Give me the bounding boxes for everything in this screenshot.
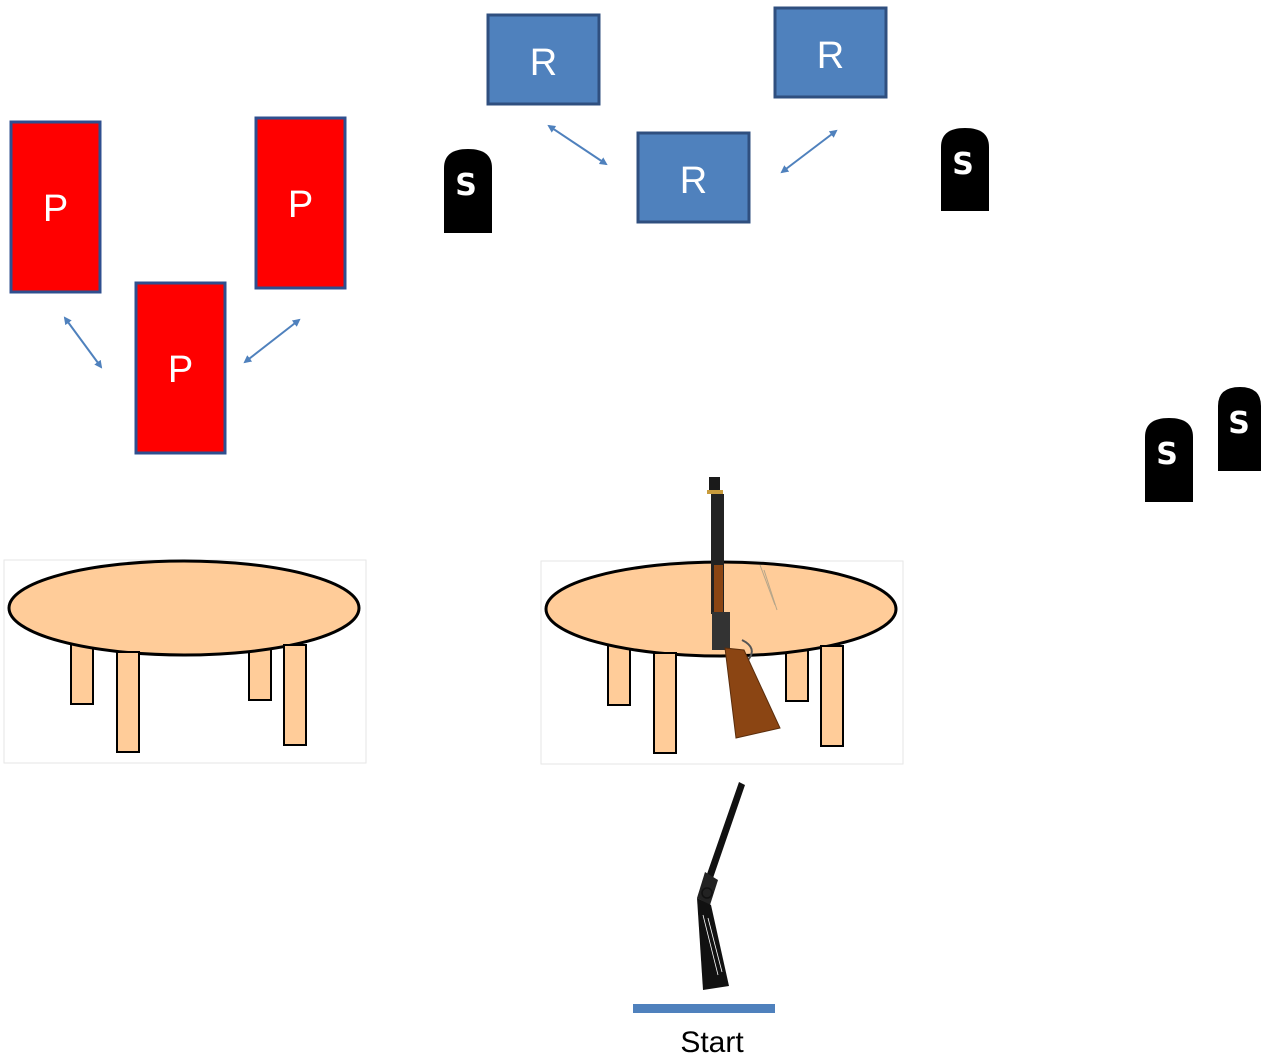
lever-action-rifle-icon xyxy=(707,477,781,739)
pistol-target: P xyxy=(134,281,227,455)
shotgun-icon xyxy=(697,782,745,990)
steel-target-label: S xyxy=(1228,406,1250,441)
double-arrow-icon xyxy=(63,316,103,369)
double-arrow-icon xyxy=(780,129,838,174)
rifle-target: R xyxy=(773,6,888,99)
double-arrow-icon xyxy=(243,318,301,364)
start-label: Start xyxy=(680,1026,744,1057)
rifle-target-label: R xyxy=(530,42,557,84)
steel-plate-icon: S xyxy=(1218,387,1261,471)
rifle-target-label: R xyxy=(680,160,707,202)
rifle-target-label: R xyxy=(817,35,844,77)
steel-target-label: S xyxy=(952,147,974,182)
steel-plate-icon: S xyxy=(444,149,492,233)
steel-plate-icon: S xyxy=(941,128,989,211)
left-table xyxy=(3,559,367,764)
pistol-target-label: P xyxy=(43,188,68,230)
pistol-target-label: P xyxy=(288,184,313,226)
pistol-target: P xyxy=(254,116,347,290)
steel-target-label: S xyxy=(1156,437,1178,472)
steel-plate-icon: S xyxy=(1145,418,1193,502)
pistol-target-label: P xyxy=(168,349,193,391)
pistol-target: P xyxy=(9,120,102,294)
rifle-target: R xyxy=(636,131,751,224)
rifle-target: R xyxy=(486,13,601,106)
steel-target-label: S xyxy=(455,168,477,203)
double-arrow-icon xyxy=(547,124,608,166)
start-line xyxy=(633,1004,775,1013)
